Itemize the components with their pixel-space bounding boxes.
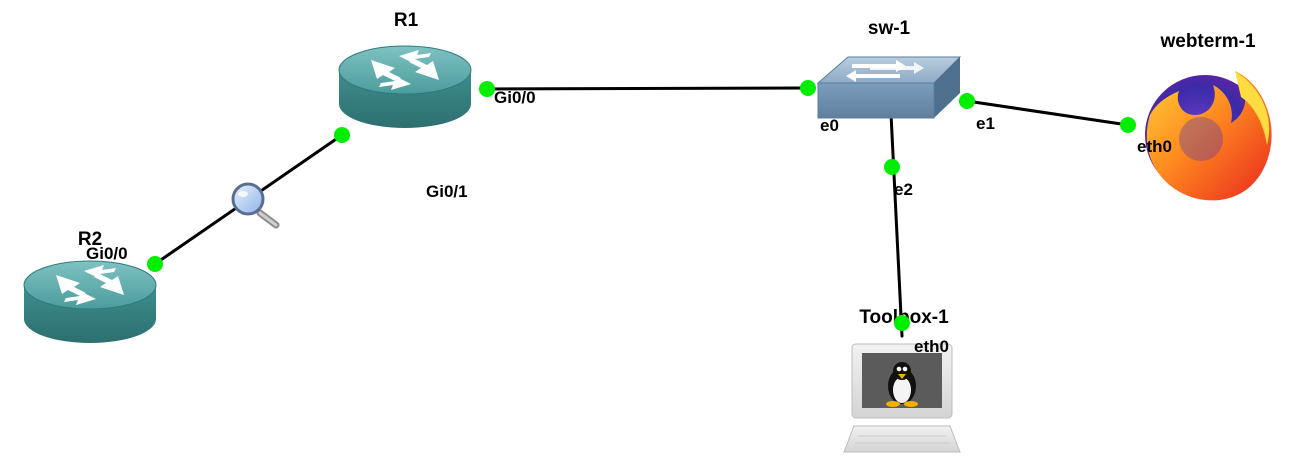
port-label-r2-gi00: Gi0/0 (86, 244, 128, 263)
port-r1-gi00-status (479, 81, 495, 97)
port-sw1-e0-status (800, 80, 816, 96)
port-r1-gi01-status (334, 127, 350, 143)
node-label-sw1: sw-1 (868, 18, 911, 39)
link-r1-sw1[interactable] (485, 86, 810, 91)
port-label-r1-gi00: Gi0/0 (494, 88, 536, 107)
port-label-webterm1-eth0: eth0 (1137, 137, 1172, 156)
tux-icon (886, 362, 918, 407)
port-sw1-e1-status (959, 93, 975, 109)
port-r2-gi00-status (147, 256, 163, 272)
router-arrows-icon (56, 265, 124, 305)
port-label-sw1-e0: e0 (820, 116, 839, 135)
port-label-sw1-e1: e1 (976, 114, 995, 133)
linux-terminal-icon[interactable] (843, 343, 961, 453)
port-label-toolbox1-eth0: eth0 (914, 337, 949, 356)
router-r1[interactable] (338, 45, 472, 128)
node-label-r1: R1 (394, 10, 419, 31)
switch-sw1[interactable] (816, 56, 962, 119)
link-sw1-toolbox1[interactable] (889, 112, 904, 338)
magnifier-icon[interactable] (231, 182, 280, 229)
router-arrows-icon (371, 50, 439, 90)
port-sw1-e2-status (884, 159, 900, 175)
firefox-icon[interactable] (1145, 71, 1272, 201)
node-label-webterm1: webterm-1 (1159, 31, 1255, 52)
link-sw1-webterm1[interactable] (965, 99, 1130, 127)
port-webterm1-eth0-status (1120, 117, 1136, 133)
port-label-sw1-e2: e2 (894, 180, 913, 199)
switch-arrows-icon (846, 60, 924, 82)
port-label-r1-gi01: Gi0/1 (426, 182, 468, 201)
node-label-r2: R2 (78, 229, 102, 250)
port-toolbox1-eth0-status (894, 315, 910, 331)
router-r2[interactable] (23, 260, 157, 343)
